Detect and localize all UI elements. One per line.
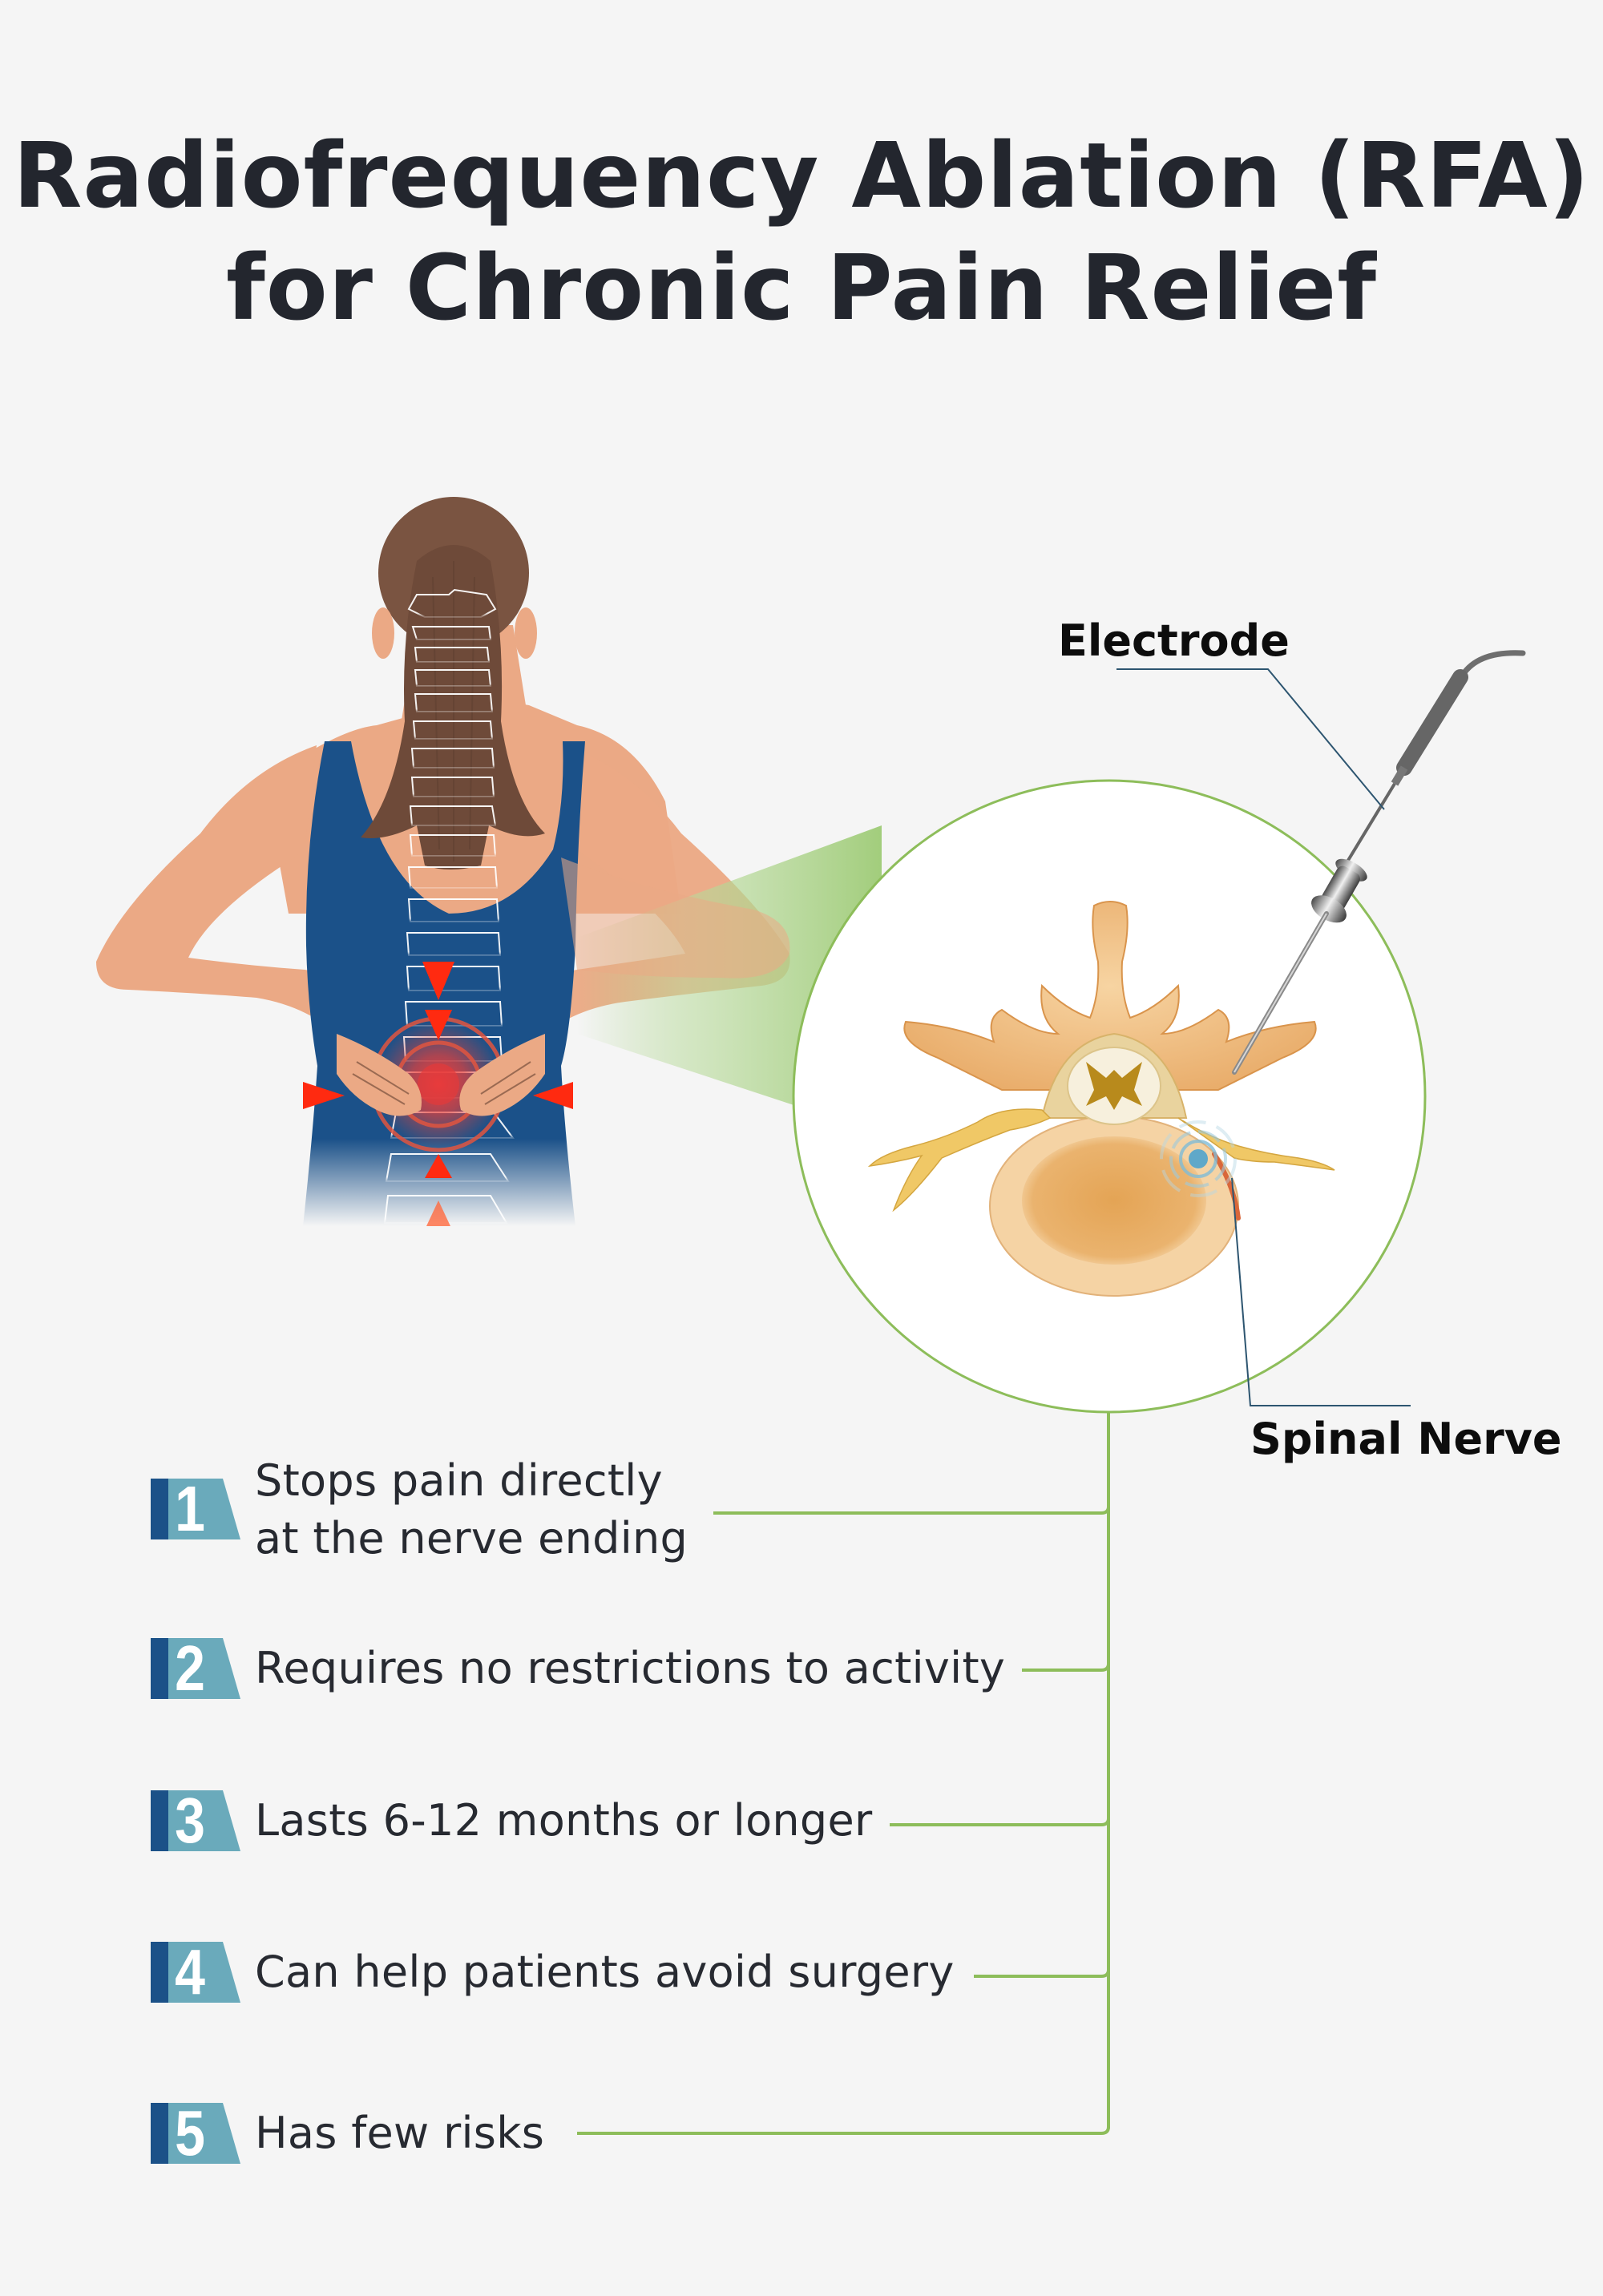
- benefit-item-5: 5 Has few risks: [151, 2100, 545, 2167]
- page-title: Radiofrequency Ablation (RFA) for Chroni…: [0, 120, 1603, 345]
- number-badge-4: 4: [151, 1939, 240, 2006]
- benefit-item-3: 3 Lasts 6-12 months or longer: [151, 1787, 873, 1854]
- number-badge-1: 1: [151, 1475, 240, 1543]
- ablation-target-icon: [1160, 1120, 1237, 1197]
- spinal-nerve-label: Spinal Nerve: [1250, 1414, 1562, 1464]
- benefit-text: Stops pain directly at the nerve ending: [255, 1455, 688, 1564]
- number-badge-2: 2: [151, 1635, 240, 1702]
- title-line-2: for Chronic Pain Relief: [226, 236, 1377, 341]
- woman-back-pain-icon: [96, 497, 790, 1226]
- title-line-1: Radiofrequency Ablation (RFA): [13, 124, 1590, 228]
- benefit-connector-tree: [577, 1412, 1110, 2135]
- spinal-nerve-leader-line: [1231, 1177, 1411, 1406]
- benefit-text: Lasts 6-12 months or longer: [255, 1795, 873, 1846]
- vertebra-cross-section-icon: [792, 779, 1427, 1414]
- number-badge-3: 3: [151, 1787, 240, 1854]
- electrode-leader-line: [1116, 668, 1385, 810]
- number-badge-5: 5: [151, 2100, 240, 2167]
- benefit-text: Requires no restrictions to activity: [255, 1643, 1006, 1693]
- benefit-item-1: 1 Stops pain directly at the nerve endin…: [151, 1452, 688, 1568]
- benefit-text: Can help patients avoid surgery: [255, 1947, 955, 1997]
- rfa-electrode-needle-icon: [1232, 650, 1526, 1075]
- benefit-item-2: 2 Requires no restrictions to activity: [151, 1635, 1006, 1702]
- electrode-label: Electrode: [1058, 615, 1290, 666]
- benefit-text: Has few risks: [255, 2108, 545, 2158]
- benefit-item-4: 4 Can help patients avoid surgery: [151, 1939, 955, 2006]
